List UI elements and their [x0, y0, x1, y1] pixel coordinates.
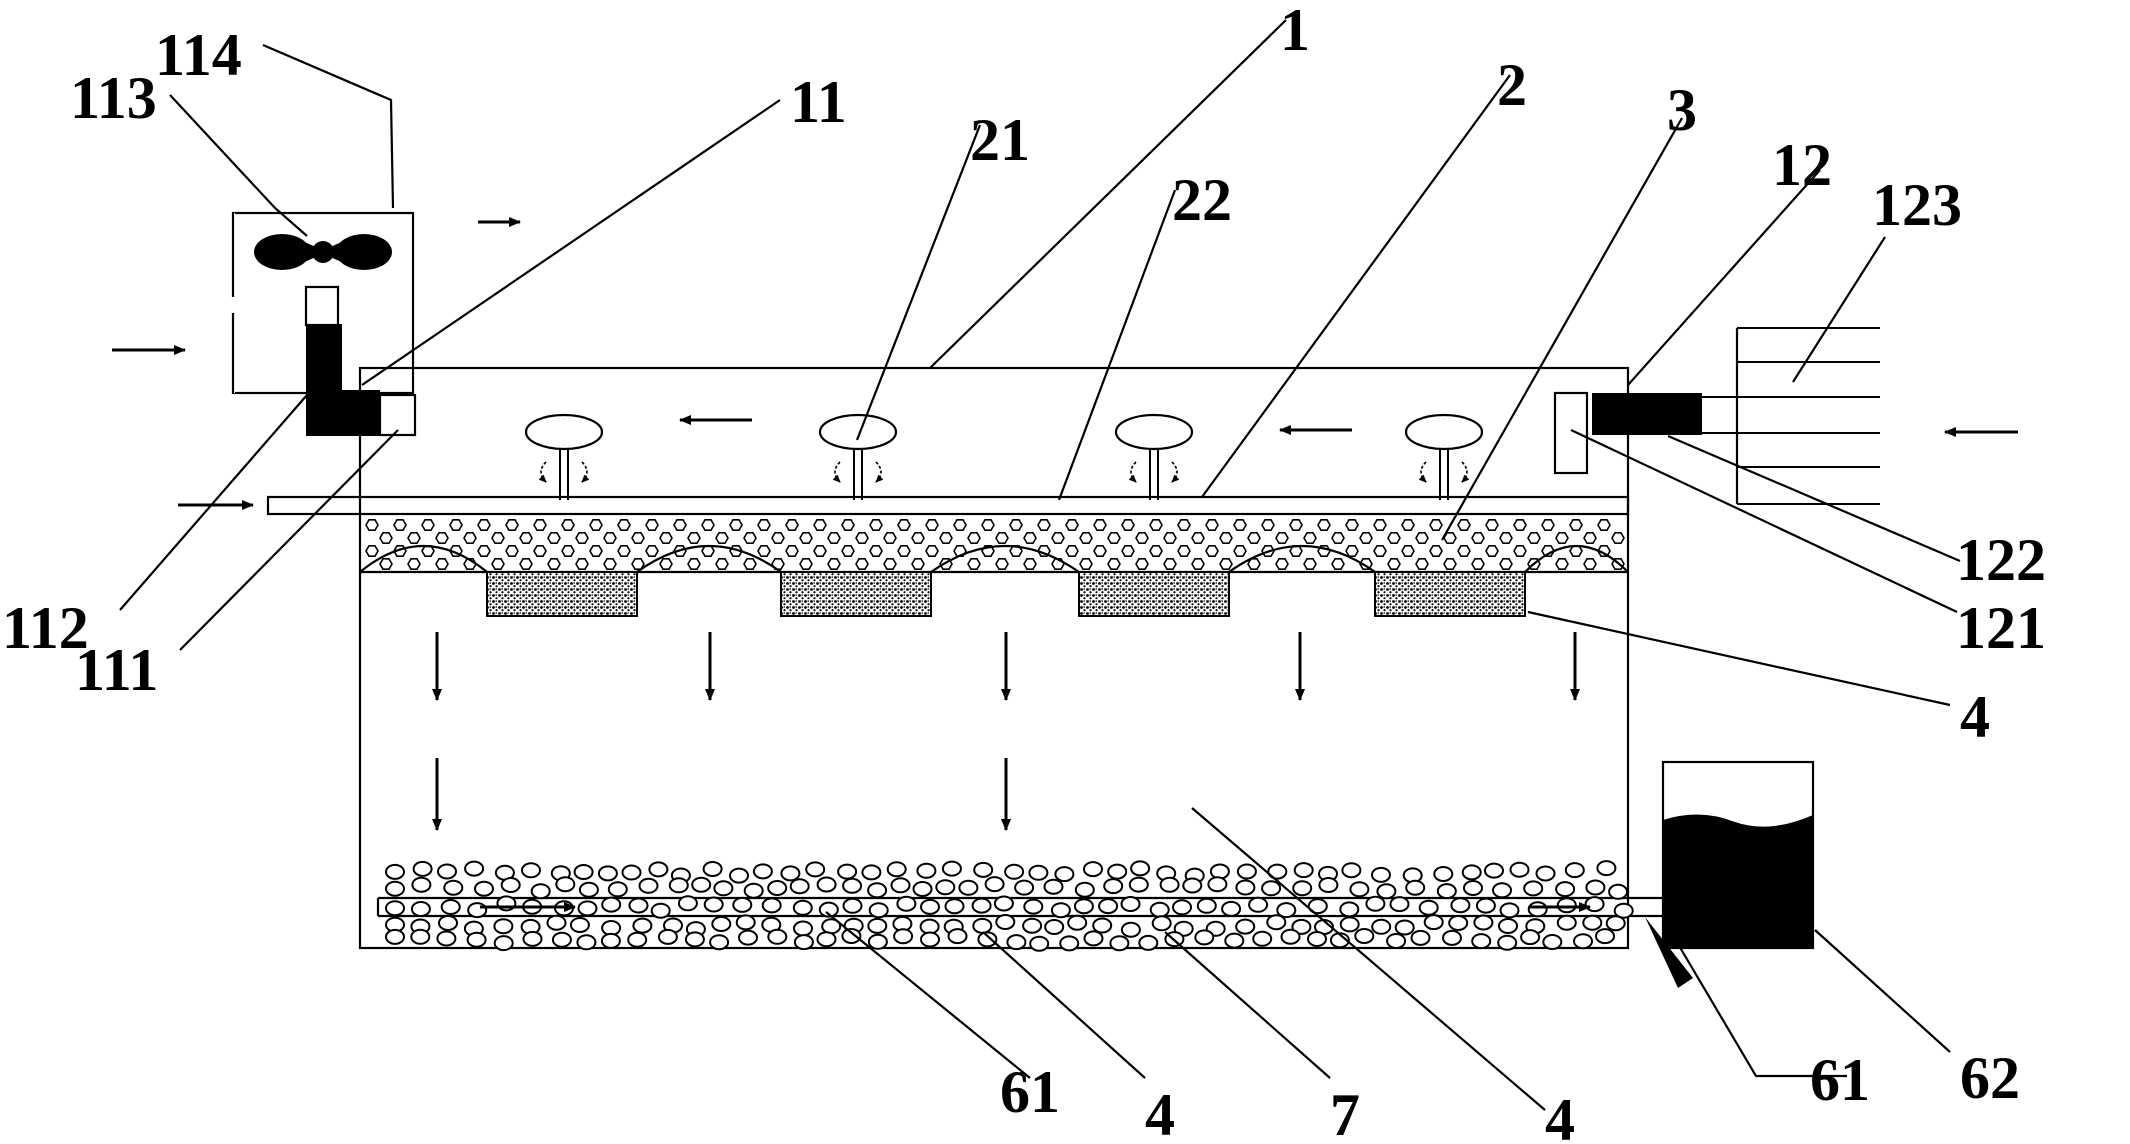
label-4-bottom-b: 4 — [1545, 1087, 1575, 1144]
label-7: 7 — [1330, 1082, 1360, 1144]
label-111: 111 — [75, 637, 158, 703]
label-113: 113 — [70, 65, 157, 131]
label-62: 62 — [1960, 1045, 2020, 1111]
left-blower — [219, 211, 417, 437]
label-4-right: 4 — [1960, 684, 1990, 750]
right-inlet — [1553, 327, 1880, 505]
fans — [524, 413, 1484, 500]
filter-blocks — [486, 571, 1526, 617]
air-channel-plate — [266, 495, 1630, 516]
label-11: 11 — [790, 69, 847, 135]
label-61-right: 61 — [1810, 1047, 1870, 1113]
label-1: 1 — [1280, 0, 1310, 63]
collection-tank — [1661, 760, 1815, 950]
label-114: 114 — [155, 22, 242, 88]
label-122: 122 — [1956, 527, 2046, 593]
label-112: 112 — [2, 595, 89, 661]
outlet-arrow — [1645, 917, 1693, 988]
label-123: 123 — [1872, 172, 1962, 238]
leader-lines — [119, 19, 1961, 1111]
flow-arrows — [112, 217, 2018, 831]
filter-layer — [359, 518, 1629, 574]
label-61-bottom: 61 — [1000, 1059, 1060, 1125]
label-121: 121 — [1956, 595, 2046, 661]
impeller-icon — [254, 234, 392, 270]
label-4-bottom-a: 4 — [1145, 1082, 1175, 1144]
label-2: 2 — [1497, 52, 1527, 118]
label-12: 12 — [1772, 132, 1832, 198]
label-22: 22 — [1172, 167, 1232, 233]
label-21: 21 — [970, 107, 1030, 173]
label-3: 3 — [1667, 77, 1697, 143]
housing — [358, 366, 1630, 950]
